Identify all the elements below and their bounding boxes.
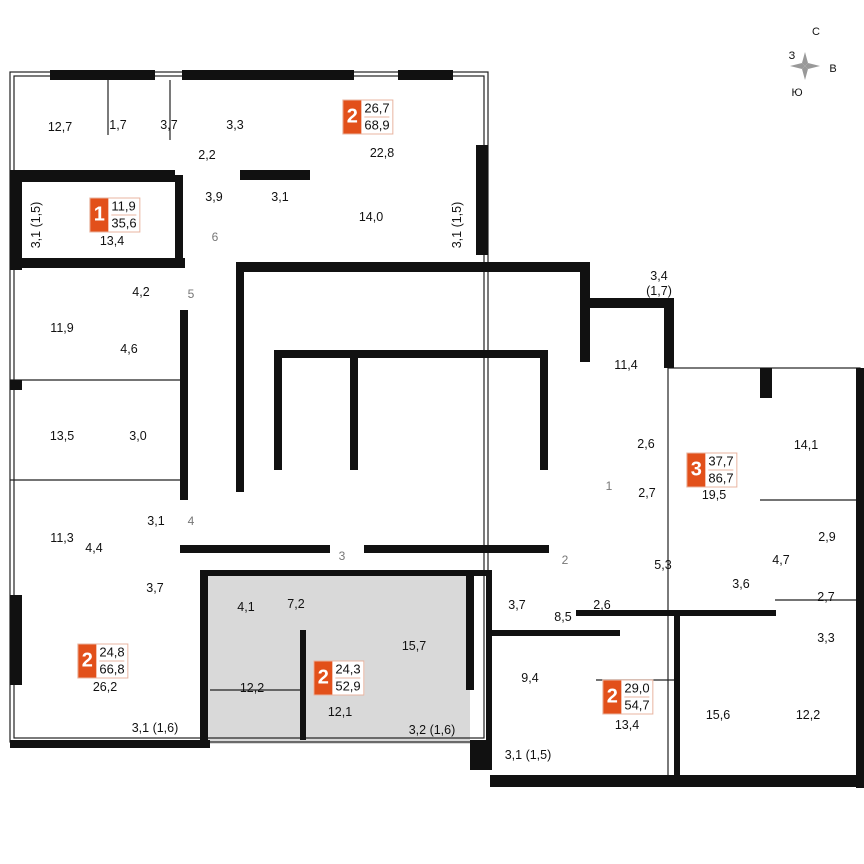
door-number: 6 <box>211 230 219 244</box>
room-area: 14,0 <box>358 210 384 224</box>
compass-north: С <box>812 26 820 38</box>
room-area: 4,1 <box>237 600 255 614</box>
room-area: 3,6 <box>732 577 750 591</box>
room-area: 12,7 <box>47 120 73 134</box>
room-area: 11,4 <box>614 358 638 372</box>
total-area: 66,8 <box>99 661 125 677</box>
room-area: 13,4 <box>99 234 125 248</box>
door-number: 3 <box>338 549 346 563</box>
room-area: 3,7 <box>508 598 526 612</box>
living-area: 24,3 <box>335 661 361 679</box>
room-area: 4,4 <box>85 541 103 555</box>
room-area: 13,5 <box>49 429 75 443</box>
bearing-walls <box>10 70 864 788</box>
room-area: 1,7 <box>109 118 127 132</box>
balcony-area: 3,1 (1,5) <box>504 748 552 762</box>
door-number: 2 <box>561 553 569 567</box>
room-area: 7,2 <box>287 597 305 611</box>
balcony-area: 3,1 (1,5) <box>29 201 43 249</box>
room-area: 3,3 <box>226 118 244 132</box>
room-area: 3,1 <box>147 514 165 528</box>
room-area: 12,2 <box>239 681 265 695</box>
living-area: 29,0 <box>624 680 650 698</box>
selected-apartment-area <box>206 572 470 744</box>
rooms-count: 2 <box>78 644 97 678</box>
room-area: 14,1 <box>793 438 819 452</box>
room-area: 2,6 <box>637 437 655 451</box>
total-area: 35,6 <box>111 215 137 231</box>
room-area: 3,3 <box>817 631 835 645</box>
room-area: 2,6 <box>593 598 611 612</box>
room-area: 26,2 <box>92 680 118 694</box>
room-area: 19,5 <box>701 488 727 502</box>
room-area: 3,0 <box>129 429 147 443</box>
living-area: 37,7 <box>708 453 734 471</box>
room-area: 2,9 <box>818 530 836 544</box>
room-area: 4,6 <box>120 342 138 356</box>
door-number: 1 <box>605 479 613 493</box>
rooms-count: 2 <box>603 680 622 714</box>
room-area: 2,7 <box>638 486 656 500</box>
room-area: 3,7 <box>160 118 178 132</box>
rooms-count: 1 <box>90 198 109 232</box>
balcony-area: 3,1 (1,5) <box>450 201 464 249</box>
room-area: 3,7 <box>146 581 164 595</box>
living-area: 24,8 <box>99 644 125 662</box>
compass-south: Ю <box>791 87 803 99</box>
compass-west: З <box>788 50 796 62</box>
room-area: 9,4 <box>521 671 539 685</box>
room-area: 12,1 <box>327 705 353 719</box>
balcony-area: (1,7) <box>646 284 672 298</box>
balcony-area: 3,4 <box>650 269 668 283</box>
total-area: 68,9 <box>364 117 390 133</box>
balcony-area: 3,2 (1,6) <box>408 723 456 737</box>
room-area: 4,2 <box>132 285 150 299</box>
rooms-count: 3 <box>687 453 706 487</box>
compass-rose-icon <box>790 52 820 80</box>
room-area: 22,8 <box>369 146 395 160</box>
rooms-count: 2 <box>314 661 333 695</box>
rooms-count: 2 <box>343 100 362 134</box>
room-area: 2,2 <box>198 148 216 162</box>
compass-east: В <box>829 63 837 75</box>
total-area: 86,7 <box>708 470 734 486</box>
room-area: 13,4 <box>614 718 640 732</box>
balcony-area: 3,1 (1,6) <box>131 721 179 735</box>
total-area: 54,7 <box>624 697 650 713</box>
room-area: 5,3 <box>654 558 672 572</box>
room-area: 2,7 <box>817 590 835 604</box>
room-area: 12,2 <box>795 708 821 722</box>
room-area: 8,5 <box>554 610 572 624</box>
total-area: 52,9 <box>335 678 361 694</box>
door-number: 4 <box>187 514 195 528</box>
room-area: 4,7 <box>772 553 790 567</box>
room-area: 11,9 <box>50 321 74 335</box>
door-number: 5 <box>187 287 195 301</box>
room-area: 3,1 <box>271 190 289 204</box>
room-area: 11,3 <box>50 531 74 545</box>
room-area: 3,9 <box>205 190 223 204</box>
living-area: 26,7 <box>364 100 390 118</box>
living-area: 11,9 <box>111 198 137 216</box>
room-area: 15,7 <box>401 639 427 653</box>
room-area: 15,6 <box>705 708 731 722</box>
